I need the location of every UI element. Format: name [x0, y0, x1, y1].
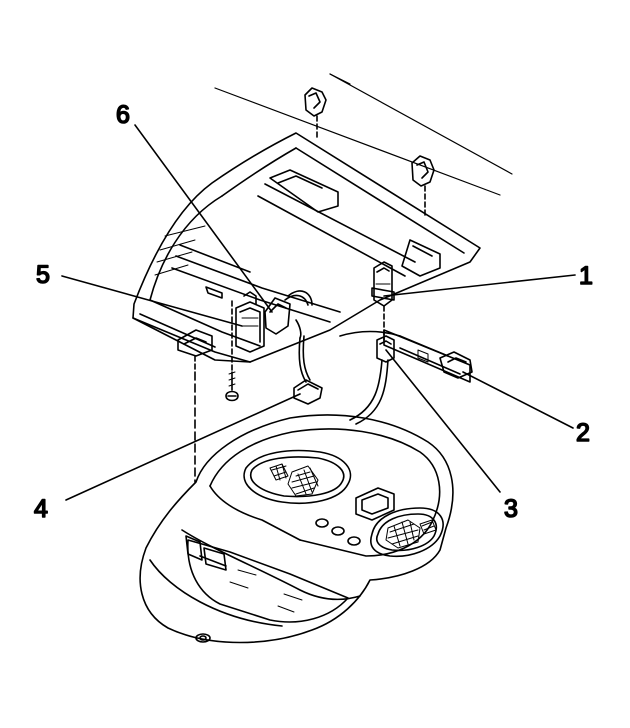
leader-line-4	[65, 393, 301, 501]
leader-line-3	[385, 349, 501, 493]
electrical-connector-4	[293, 379, 323, 405]
overhead-console-housing	[139, 414, 454, 644]
roof-retainer-clip-right	[411, 155, 435, 219]
electrical-connector-1	[371, 261, 395, 341]
mounting-screw	[225, 299, 239, 402]
overhead-console-bracket	[132, 132, 481, 373]
console-switches	[315, 487, 395, 546]
roof-panel	[214, 73, 513, 196]
retainer-rail-2	[339, 329, 473, 383]
wire-harness	[295, 319, 389, 425]
callout-4: 4	[34, 495, 48, 523]
callout-1: 1	[579, 262, 593, 290]
reading-lamp-right	[370, 507, 444, 558]
leader-line-6	[134, 124, 273, 313]
callout-leaders	[61, 124, 576, 501]
callout-3: 3	[504, 495, 518, 523]
callout-6: 6	[116, 101, 130, 129]
leader-line-1	[383, 274, 576, 297]
callout-labels: 1 2 3 4 5 6	[33, 100, 594, 524]
electrical-connector-3	[376, 335, 395, 363]
callout-2: 2	[576, 419, 590, 447]
leader-line-2	[462, 371, 574, 429]
electrical-connector-6	[264, 290, 313, 335]
callout-5: 5	[36, 261, 50, 289]
leader-line-5	[61, 275, 243, 327]
roof-retainer-clip-left	[304, 87, 327, 141]
electrical-connector-5	[235, 291, 265, 353]
reading-lamp-left	[243, 449, 352, 504]
